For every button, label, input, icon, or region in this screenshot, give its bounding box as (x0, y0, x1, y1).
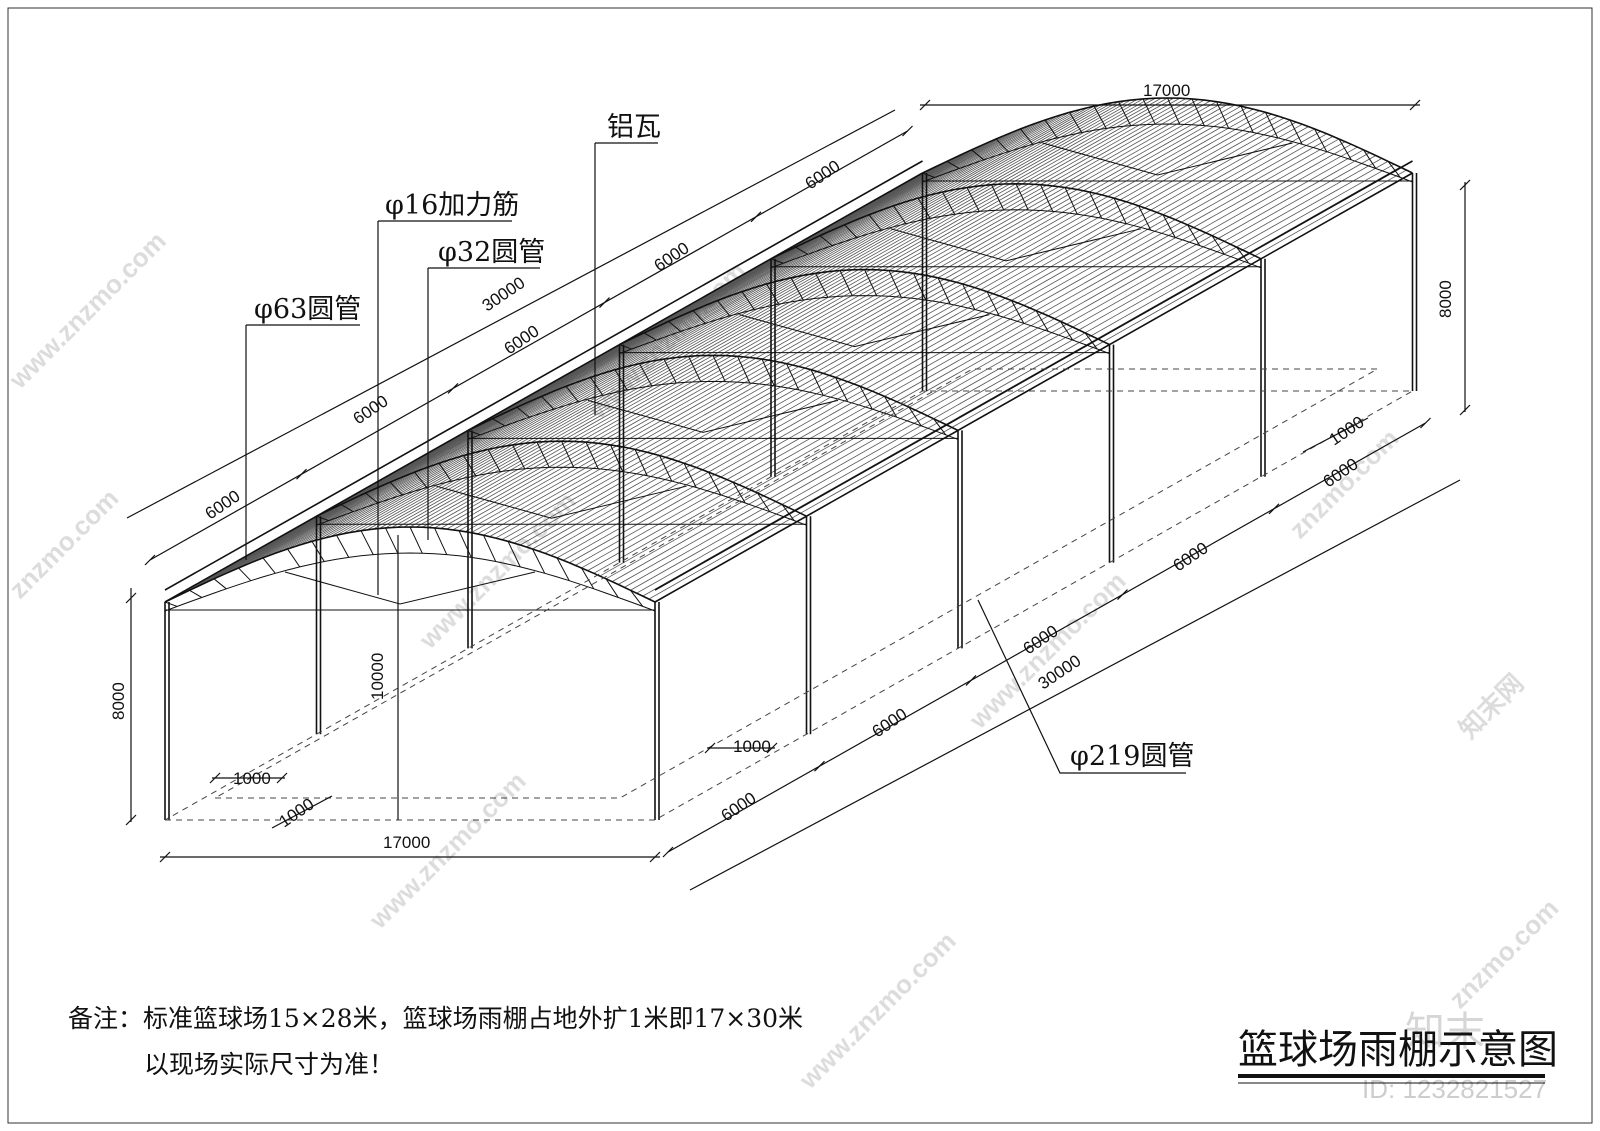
dimension-lines (125, 99, 1471, 891)
steel-structure (164, 97, 1418, 820)
label-pipe63: φ63圆管 (254, 294, 361, 325)
dim-offset-3: 1000 (733, 737, 771, 756)
dim-back-width: 17000 (1143, 81, 1190, 100)
callout-leaders (245, 142, 1186, 774)
ground-outline (164, 368, 1415, 821)
dim-front-width: 17000 (383, 833, 430, 852)
watermark-logo: 知末 (1405, 1009, 1485, 1055)
dim-front-height: 8000 (109, 682, 128, 720)
drawing-title: 篮球场雨棚示意图 (1238, 1027, 1558, 1073)
label-pipe32: φ32圆管 (438, 237, 545, 268)
note-line-2: 以现场实际尺寸为准！ (144, 1050, 394, 1079)
dim-arch-height: 10000 (368, 653, 387, 700)
note-line-1: 备注：标准篮球场15×28米，篮球场雨棚占地外扩1米即17×30米 (68, 1004, 803, 1033)
dim-offset-1: 1000 (233, 769, 271, 788)
arch-trusses (164, 97, 1413, 612)
label-column: φ219圆管 (1070, 741, 1194, 772)
label-rebar: φ16加力筋 (385, 190, 519, 221)
label-roof-sheet: 铝瓦 (607, 112, 661, 143)
watermark-id: ID: 1232821527 (1362, 1074, 1547, 1104)
dim-back-height: 8000 (1436, 280, 1455, 318)
